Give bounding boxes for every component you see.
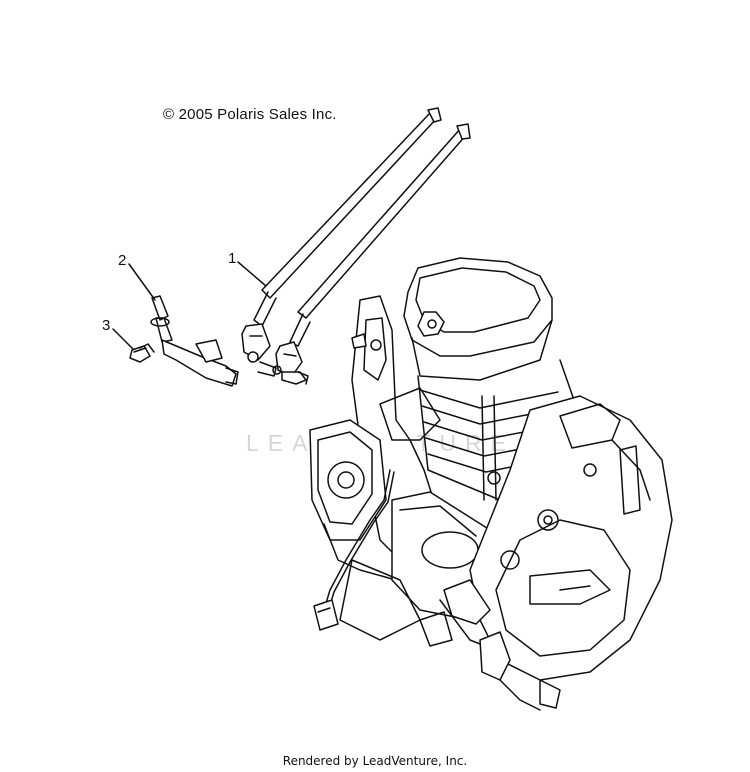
engine-valve-cover — [403, 257, 553, 381]
engine-cvt-cover — [469, 395, 673, 681]
wire-lead — [313, 469, 395, 631]
callout-1: 1 — [228, 250, 237, 267]
leader-line-1 — [237, 261, 267, 287]
breather-hose-right — [272, 123, 471, 385]
callout-3: 3 — [102, 317, 111, 334]
callout-2: 2 — [118, 252, 127, 269]
footer-credit: Rendered by LeadVenture, Inc. — [282, 754, 468, 768]
copyright-text: © 2005 Polaris Sales Inc. — [163, 106, 337, 123]
leader-line-3 — [112, 328, 134, 350]
fitting — [129, 343, 155, 363]
leader-line-2 — [128, 263, 156, 301]
engine-bottom-mounts — [419, 579, 561, 711]
hose-with-clamp — [150, 295, 239, 387]
breather-hose-left — [241, 107, 442, 377]
